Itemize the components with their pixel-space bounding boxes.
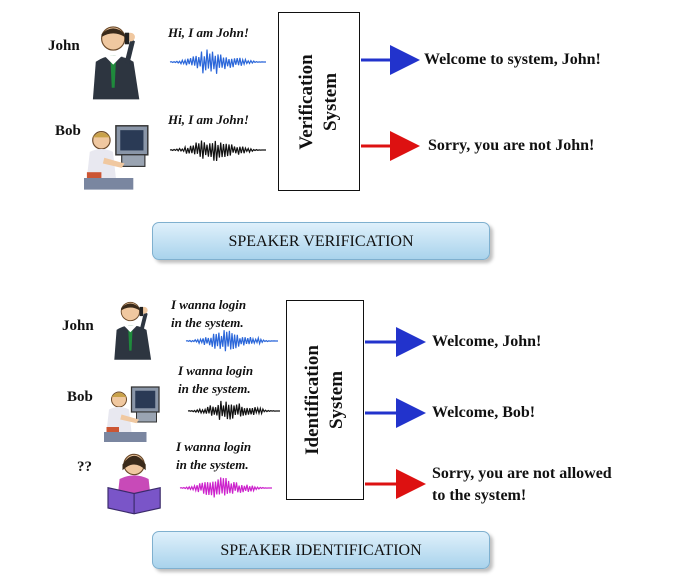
result-welcome-john: Welcome to system, John! <box>424 51 601 68</box>
man-at-computer-icon <box>103 386 160 443</box>
speaker-name-john: John <box>48 38 80 54</box>
waveform-black <box>169 140 266 161</box>
man-on-phone-icon <box>113 301 152 361</box>
result-welcome-bob: Welcome, Bob! <box>432 404 536 421</box>
speech-text: Hi, I am John! <box>168 25 249 40</box>
speaker-name-bob: Bob <box>67 389 93 405</box>
waveform-magenta <box>179 477 272 498</box>
waveform-black <box>187 400 280 420</box>
result-welcome-john: Welcome, John! <box>432 333 542 350</box>
speaker-name-john: John <box>62 318 94 334</box>
result-reject: Sorry, you are not John! <box>428 137 595 154</box>
woman-reading-icon <box>107 453 161 515</box>
speech-text: Hi, I am John! <box>168 112 249 127</box>
man-at-computer-icon <box>83 125 149 191</box>
speaker-name-unknown: ?? <box>77 459 92 475</box>
speaker-name-bob: Bob <box>55 123 81 139</box>
waveform-blue <box>169 49 266 74</box>
man-on-phone-icon <box>92 26 141 101</box>
speaker-verification-banner: SPEAKER VERIFICATION <box>152 222 490 260</box>
waveform-blue <box>185 330 278 352</box>
speaker-identification-banner: SPEAKER IDENTIFICATION <box>152 531 490 569</box>
